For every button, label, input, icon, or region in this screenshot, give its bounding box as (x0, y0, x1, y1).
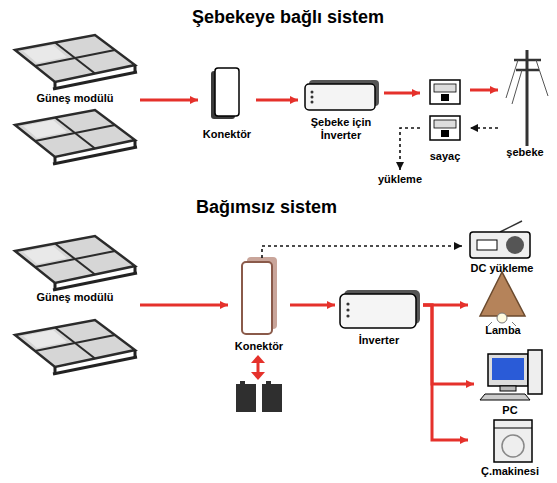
component-label: PC (474, 404, 546, 417)
component-label: Şebeke için İnverter (306, 116, 376, 142)
solar-module-node: Güneş modülü (10, 232, 140, 370)
radio-symbol (470, 221, 530, 258)
solar-panel-part (15, 236, 137, 290)
component-label: şebeke (498, 146, 552, 159)
connector-node: Konektör (228, 258, 290, 354)
meter-symbol-part (434, 84, 456, 92)
inverter-box-part (311, 101, 314, 104)
inverter-box-part (346, 314, 349, 317)
meter-symbol-part (434, 120, 456, 128)
battery-symbol-part (251, 372, 265, 380)
washing-machine-node: Ç.makinesi (468, 418, 552, 480)
computer-symbol-part (500, 386, 516, 391)
computer-symbol-part (492, 358, 524, 380)
inverter-box-part (311, 91, 314, 94)
utility-pole-part (526, 50, 529, 146)
inverter-box-part (340, 294, 416, 328)
lamp-symbol-part (480, 272, 525, 316)
load-node: yükleme (372, 170, 428, 190)
inverter-node: İnverter (335, 288, 423, 346)
battery-symbol-part (251, 355, 265, 363)
computer-symbol-part (528, 350, 542, 394)
component-label: sayaç (420, 150, 470, 163)
radio-symbol-part (500, 221, 522, 232)
solar-module-node: Güneş modülü (10, 33, 140, 163)
utility-pole-part (536, 60, 548, 96)
solar-panel (15, 35, 137, 374)
power-arrow (470, 89, 498, 92)
battery-symbol-part (262, 384, 282, 412)
washing-machine-symbol-part (502, 435, 524, 457)
solar-panel-part (15, 110, 137, 164)
washing-machine-symbol (494, 420, 532, 462)
grid-inverter-node: Şebeke için İnverter (298, 80, 384, 150)
power-arrow (290, 304, 335, 307)
washing-machine-symbol-part (494, 420, 532, 462)
dashed-arrow (262, 246, 462, 258)
battery-symbol-part (240, 381, 245, 384)
computer-symbol-part (488, 354, 528, 386)
lamp-symbol (480, 272, 525, 326)
connector-box-part (215, 68, 239, 116)
component-label: İnverter (335, 334, 423, 347)
computer-symbol-part (480, 394, 530, 400)
washing-machine-symbol-part (494, 428, 532, 429)
component-label: Konektör (198, 128, 256, 141)
component-label: Güneş modülü (10, 92, 140, 105)
dashed-arrow (400, 128, 420, 170)
component-label: Ç.makinesi (468, 465, 552, 478)
utility-pole-part (516, 69, 539, 72)
utility-pole (506, 50, 548, 146)
solar-panel-part (15, 320, 137, 374)
battery-symbol-part (236, 384, 256, 412)
diagram-title: Şebekeye bağlı sistem (192, 6, 384, 28)
meter-symbol-part (430, 80, 460, 104)
meter-symbol (430, 80, 460, 140)
component-label: DC yükleme (462, 262, 542, 275)
meter-symbol-part (441, 130, 449, 137)
section-heading: Bağımsız sistem (196, 196, 337, 218)
connector-node: Konektör (198, 66, 256, 142)
solar-panel-part (15, 35, 137, 89)
utility-pole-part (506, 60, 518, 98)
meter-symbol-part (430, 116, 460, 140)
power-arrow (423, 305, 468, 440)
battery-symbol-part (266, 381, 271, 384)
grid-node: şebeke (498, 48, 552, 160)
connector-box-part (242, 262, 272, 334)
radio-symbol-part (470, 232, 530, 258)
meter-symbol-part (441, 94, 449, 101)
inverter-box-part (311, 96, 314, 99)
lamp-symbol-part (497, 313, 507, 323)
inverter-box-part (305, 84, 375, 110)
lamp-node: Lamba (468, 270, 538, 342)
radio-symbol-part (477, 240, 497, 250)
inverter-box-part (346, 302, 349, 305)
battery-symbol (236, 355, 282, 412)
component-label: Konektör (228, 340, 290, 353)
dashed-arrow (470, 127, 498, 129)
inverter-box-part (346, 308, 349, 311)
power-arrow (384, 92, 420, 95)
component-label: Güneş modülü (10, 291, 140, 304)
computer-node: PC (474, 348, 546, 418)
computer-symbol (480, 350, 542, 400)
component-label: Lamba (468, 324, 538, 337)
utility-pole-part (512, 70, 522, 104)
power-arrow (140, 304, 228, 307)
meter-node: sayaç (420, 78, 470, 166)
power-arrow (140, 99, 198, 102)
radio-symbol-part (506, 236, 524, 254)
power-arrow (256, 99, 298, 102)
component-label: yükleme (372, 173, 428, 186)
dc-load-node: DC yükleme (462, 222, 542, 276)
